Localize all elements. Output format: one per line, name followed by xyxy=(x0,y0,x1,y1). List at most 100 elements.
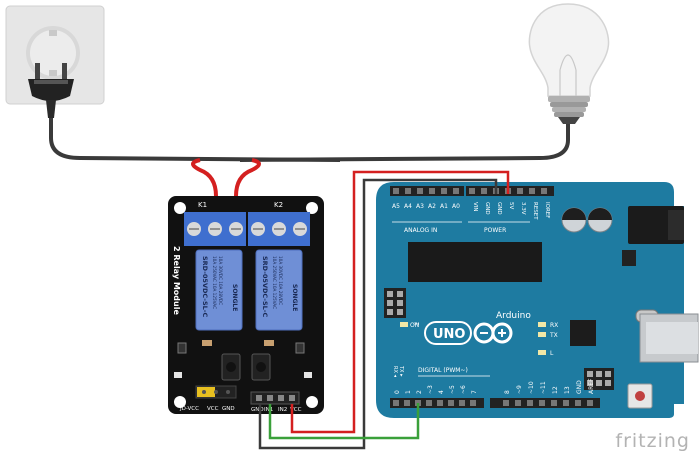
relay-channel-label-k2: K2 xyxy=(274,201,283,209)
digital-pin-label: ~3 xyxy=(427,385,434,394)
digital-pin-hole xyxy=(539,400,545,406)
relay-k2-rating1: 10A 250VAC 10A 125VAC xyxy=(272,256,277,309)
relay-k1-rating2: 10A 30VDC 10A 28VDC xyxy=(218,256,223,305)
power-pin-gnd1: GND xyxy=(484,202,490,215)
digital-pin-label: 8 xyxy=(504,390,511,394)
header-label-jdvcc: JD-VCC xyxy=(179,406,199,412)
digital-pin-label: ~6 xyxy=(460,385,467,394)
digital-pin-hole xyxy=(404,400,410,406)
digital-pin-label: GND xyxy=(576,380,583,394)
header-label-gnd: GND xyxy=(222,406,235,412)
led-label-rx: RX xyxy=(550,322,558,329)
relay-k2-brand: SONGLE xyxy=(291,284,298,311)
digital-pin-label: ~5 xyxy=(449,385,456,394)
uno-tm: TM xyxy=(413,322,419,326)
led-label-on: ON xyxy=(410,322,419,329)
digital-pin-hole xyxy=(437,400,443,406)
uno-logo-text: UNO xyxy=(433,327,466,342)
jdvcc-header xyxy=(195,385,237,399)
analog-in-label: ANALOG IN xyxy=(404,227,437,234)
relay-k1-model: SRD-05VDC-SL-C xyxy=(201,256,209,318)
digital-pin-hole xyxy=(563,400,569,406)
wire-d2-to-in1 xyxy=(268,403,420,440)
input-label-gnd: GND xyxy=(251,407,264,413)
usb-port xyxy=(639,313,699,363)
analog-pin-a5: A5 xyxy=(392,203,400,210)
capacitors xyxy=(561,207,613,233)
relay-k1-rating1: 10A 250VAC 10A 125VAC xyxy=(212,256,217,309)
led-label-tx: TX xyxy=(549,332,558,339)
led-label-l: L xyxy=(550,350,554,357)
digital-pin-label: 2 xyxy=(416,390,423,394)
rx-label: RX ◂ xyxy=(392,366,398,377)
input-label-vcc: VCC xyxy=(290,407,302,413)
relay-k1-brand: SONGLE xyxy=(231,284,238,311)
analog-pin-a1: A1 xyxy=(440,203,448,210)
arduino-uno-board: A5 A4 A3 A2 A1 A0 ANALOG IN VIN GND GND … xyxy=(376,182,699,418)
terminal-block-k1 xyxy=(184,212,246,246)
analog-pin-a2: A2 xyxy=(428,203,436,210)
digital-pin-label: 4 xyxy=(438,390,445,394)
digital-label: DIGITAL (PWM~) xyxy=(418,367,468,374)
voltage-regulator xyxy=(622,250,636,266)
digital-pin-label: 7 xyxy=(471,390,478,394)
analog-pin-a4: A4 xyxy=(404,203,412,210)
tx-label: TX ▸ xyxy=(398,365,404,377)
light-bulb-icon xyxy=(528,3,610,124)
power-pin-gnd2: GND xyxy=(496,202,502,215)
digital-pin-label: AREF xyxy=(588,378,595,394)
power-label: POWER xyxy=(484,227,506,234)
atmega-chip xyxy=(408,242,542,282)
usb-chip xyxy=(570,320,596,346)
digital-pin-hole xyxy=(470,400,476,406)
digital-pin-label: ~10 xyxy=(528,381,535,394)
digital-pin-hole xyxy=(503,400,509,406)
mains-wire-relay-no xyxy=(234,158,261,212)
terminal-block-k2 xyxy=(248,212,310,246)
input-header xyxy=(250,391,300,405)
digital-pin-label: ~11 xyxy=(540,381,547,394)
wire-gnd-to-gnd xyxy=(258,178,498,450)
digital-pin-hole xyxy=(587,400,593,406)
digital-pin-label: 0 xyxy=(394,390,401,394)
relay-k2-rating2: 10A 30VDC 10A 28VDC xyxy=(278,256,283,305)
header-label-vcc: VCC xyxy=(207,406,219,412)
digital-pin-hole xyxy=(527,400,533,406)
relay-module: K1 K2 2 Relay Module SRD-05VDC-SL-C 10A … xyxy=(168,196,324,414)
reset-button xyxy=(627,383,653,409)
power-pin-ioref: IOREF xyxy=(544,202,550,218)
input-label-in2: IN2 xyxy=(278,407,287,413)
power-pin-reset: RESET xyxy=(532,202,538,220)
relay-components xyxy=(174,340,312,381)
fritzing-logo: fritzing xyxy=(615,430,690,452)
plug-icon xyxy=(28,63,74,118)
mains-wire-plug xyxy=(49,118,341,162)
arduino-brand: Arduino xyxy=(496,311,531,321)
digital-pin-hole xyxy=(459,400,465,406)
digital-pin-hole xyxy=(426,400,432,406)
digital-pin-label: 13 xyxy=(564,386,571,394)
power-pin-vin: VIN xyxy=(472,202,478,212)
digital-pin-label: ~9 xyxy=(516,385,523,394)
mains-wire-relay-com xyxy=(191,158,218,212)
relay-channel-label-k1: K1 xyxy=(198,201,207,209)
digital-pin-hole xyxy=(515,400,521,406)
relay-k2: SRD-05VDC-SL-C 10A 250VAC 10A 125VAC 10A… xyxy=(255,249,303,331)
mains-wire-bulb xyxy=(239,124,570,162)
digital-pin-hole xyxy=(575,400,581,406)
arduino-logo-icon: UNO xyxy=(424,321,513,345)
icsp-header-right xyxy=(584,368,614,390)
relay-module-title: 2 Relay Module xyxy=(172,246,181,315)
wire-5v-to-vcc xyxy=(290,170,510,434)
digital-pin-label: 1 xyxy=(405,390,412,394)
icsp-header-left xyxy=(384,288,406,318)
digital-pin-hole xyxy=(393,400,399,406)
power-pin-5v: 5V xyxy=(508,202,514,209)
power-pin-3v3: 3.3V xyxy=(520,202,526,215)
analog-pin-a3: A3 xyxy=(416,203,424,210)
analog-pin-a0: A0 xyxy=(452,203,460,210)
relay-k2-model: SRD-05VDC-SL-C xyxy=(261,256,269,318)
relay-k1: SRD-05VDC-SL-C 10A 250VAC 10A 125VAC 10A… xyxy=(195,249,243,331)
